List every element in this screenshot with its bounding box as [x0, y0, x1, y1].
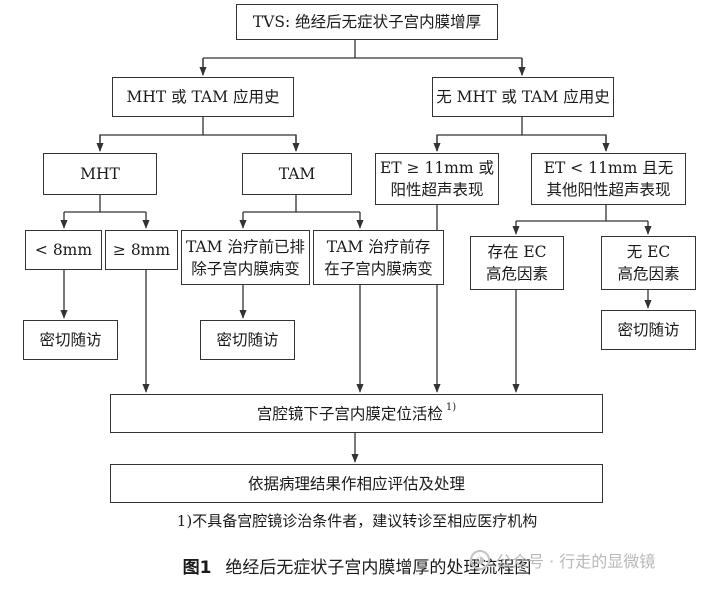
edge-etlt-split: [516, 205, 607, 222]
figure-title: 绝经后无症状子宫内膜增厚的处理流程图: [225, 558, 532, 578]
node-tam-excluded: TAM 治疗前已排 除子宫内膜病变: [181, 230, 310, 285]
edge-mht-split: [64, 195, 101, 213]
wechat-logo-icon: ◕: [470, 550, 490, 570]
node-tam-existing: TAM 治疗前存 在子宫内膜病变: [313, 230, 444, 285]
node-mht: MHT: [43, 153, 157, 195]
node-root: TVS: 绝经后无症状子宫内膜增厚: [236, 4, 498, 40]
node-treatment: 依据病理结果作相应评估及处理: [110, 464, 603, 503]
node-no-ec: 无 EC 高危因素: [601, 236, 696, 290]
watermark: ◕ 公众号 · 行走的显微镜: [470, 548, 655, 572]
node-tam: TAM: [242, 153, 352, 195]
node-et-ge-11: ET ≥ 11mm 或 阳性超声表现: [375, 153, 499, 205]
node-ec-risk: 存在 EC 高危因素: [470, 236, 564, 290]
node-followup-1: 密切随访: [23, 320, 118, 360]
node-ge-8mm: ≥ 8mm: [105, 230, 178, 270]
edge-nohistory-split: [436, 117, 523, 151]
figure-label: 图1: [182, 558, 212, 578]
node-no-history: 无 MHT 或 TAM 应用史: [432, 77, 614, 117]
node-followup-3: 密切随访: [601, 310, 696, 350]
edge-root-split: [202, 40, 522, 75]
node-lt-8mm: < 8mm: [25, 230, 102, 270]
edge-tam-split: [243, 195, 297, 213]
edge-history-split: [99, 117, 204, 151]
watermark-text: 公众号 · 行走的显微镜: [496, 552, 656, 571]
node-et-lt-11: ET < 11mm 且无 其他阳性超声表现: [531, 153, 686, 205]
figure-caption: 图1 绝经后无症状子宫内膜增厚的处理流程图: [0, 553, 714, 578]
footnote: 1)不具备宫腔镜诊治条件者，建议转诊至相应医疗机构: [176, 512, 538, 530]
node-followup-2: 密切随访: [200, 320, 295, 360]
node-history: MHT 或 TAM 应用史: [112, 77, 294, 117]
